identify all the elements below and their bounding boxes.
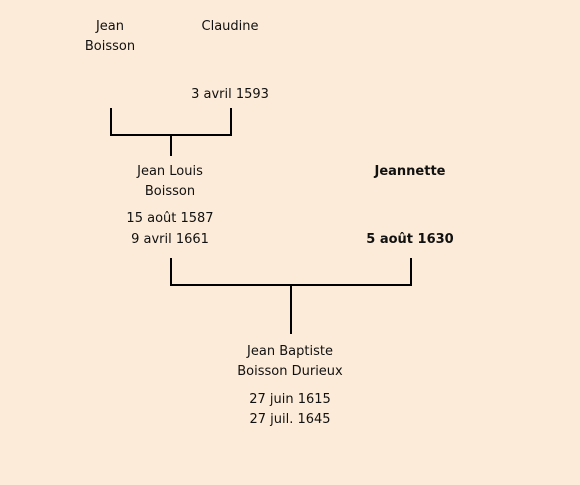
gen1-descent-line <box>170 134 172 156</box>
gen1-left-drop-line <box>110 108 112 136</box>
jean-boisson-last-name: Boisson <box>84 39 136 54</box>
jeannette-date: 5 août 1630 <box>366 232 454 247</box>
jean-baptiste-birth-date: 27 juin 1615 <box>249 392 331 407</box>
jean-baptiste-last-name: Boisson Durieux <box>237 364 343 379</box>
jean-louis-death-date: 9 avril 1661 <box>131 232 209 247</box>
gen2-right-drop-line <box>410 258 412 286</box>
claudine-name: Claudine <box>201 19 259 34</box>
jean-baptiste-first-name: Jean Baptiste <box>247 344 333 359</box>
jean-louis-first-name: Jean Louis <box>137 164 203 179</box>
gen1-right-drop-line <box>230 108 232 136</box>
jeannette-name: Jeannette <box>374 164 446 179</box>
jean-louis-birth-date: 15 août 1587 <box>126 211 214 226</box>
gen2-left-drop-line <box>170 258 172 286</box>
jean-boisson-first-name: Jean <box>95 19 125 34</box>
gen2-descent-line <box>290 284 292 334</box>
gen1-marriage-date: 3 avril 1593 <box>191 87 269 102</box>
jean-baptiste-death-date: 27 juil. 1645 <box>249 412 331 427</box>
jean-louis-last-name: Boisson <box>144 184 196 199</box>
